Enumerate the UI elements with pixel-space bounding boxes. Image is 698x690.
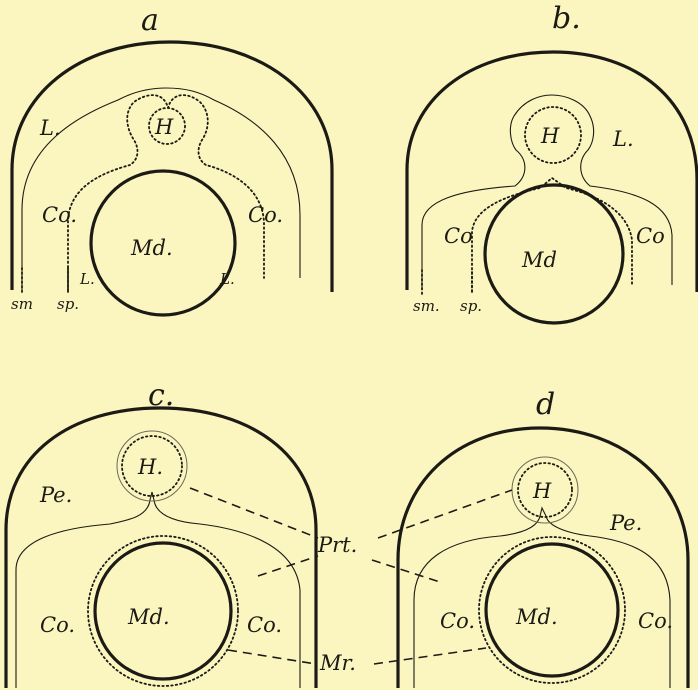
panel-c-gut-mesentery xyxy=(87,535,239,687)
panel-d-somatic-layer xyxy=(413,506,671,688)
panel-a-heart xyxy=(148,107,186,145)
panel-a: a L. H Co. Co. Md. L. L. sm sp. xyxy=(10,3,334,317)
panel-c-heart-inner xyxy=(121,435,183,497)
panel-a-sp-label: sp. xyxy=(57,295,79,313)
panel-a-coelom-right-label: Co. xyxy=(248,203,283,227)
panel-d: d Pe. H Co. Co. Md. xyxy=(396,387,690,688)
prt-pointer-to-d-heart xyxy=(377,489,513,539)
panel-b-sp-label: sp. xyxy=(460,297,482,315)
panel-d-gut-mesentery xyxy=(478,536,626,684)
panel-b-gut xyxy=(483,183,625,325)
panel-b-region-label: L. xyxy=(612,127,634,151)
panel-c-somatic-layer xyxy=(15,491,301,688)
panel-a-heart-label: H xyxy=(154,115,174,139)
panel-a-gut xyxy=(89,169,237,317)
panel-a-coelom-left-label: Co. xyxy=(42,203,77,227)
panel-b-letter: b. xyxy=(552,1,581,36)
panel-b-heart-label: H xyxy=(540,124,560,148)
pointer-lines: Prt. Mr. xyxy=(189,487,513,675)
panel-b: b. L. H Co Co Md sm. sp. xyxy=(405,1,698,325)
panel-d-letter: d xyxy=(536,387,555,422)
panel-b-somatic-layer xyxy=(421,94,673,290)
panel-b-coelom-left-label: Co xyxy=(444,224,473,248)
panel-a-region-label: L. xyxy=(39,116,61,140)
panel-c-body-wall xyxy=(4,406,318,688)
panel-d-coelom-right-label: Co. xyxy=(638,609,673,633)
panel-a-letter: a xyxy=(141,3,159,38)
panel-b-coelom-right-label: Co xyxy=(636,224,665,248)
panel-d-heart-label: H xyxy=(532,479,552,503)
prt-pointer-to-c-pericardium xyxy=(257,555,319,577)
panel-d-gut xyxy=(484,542,620,678)
panel-b-splanchnic-layer xyxy=(471,176,633,293)
panel-c-letter: c. xyxy=(148,378,174,413)
prt-pointer-to-c-heart xyxy=(189,487,319,539)
panel-a-sm-label: sm xyxy=(11,295,33,313)
panel-d-gut-label: Md. xyxy=(515,605,558,629)
panel-a-somatic-layer xyxy=(21,87,301,290)
mr-label: Mr. xyxy=(319,651,356,675)
panel-a-inner-left-label: L. xyxy=(79,270,95,288)
panel-d-region-label: Pe. xyxy=(609,511,642,535)
panel-b-sm-label: sm. xyxy=(413,297,440,315)
panel-c-heart-label: H. xyxy=(137,455,163,479)
panel-c-gut-label: Md. xyxy=(127,605,170,629)
panel-a-inner-right-label: L. xyxy=(219,270,235,288)
mr-pointer-to-c-mesentery xyxy=(227,649,317,665)
panel-c: c. Pe. H. Co. Co. Md. xyxy=(4,378,318,688)
prt-pointer-to-d-pericardium xyxy=(371,559,441,583)
mr-pointer-to-d-mesentery xyxy=(373,647,487,665)
panel-a-body-wall xyxy=(10,40,334,292)
panel-c-heart-outer xyxy=(116,430,188,502)
panel-c-gut xyxy=(93,541,233,681)
panel-d-body-wall xyxy=(396,426,690,688)
panel-d-coelom-left-label: Co. xyxy=(440,609,475,633)
panel-b-gut-label: Md xyxy=(521,248,557,272)
panel-d-heart-inner xyxy=(517,462,573,518)
panel-b-body-wall xyxy=(405,50,698,292)
prt-label: Prt. xyxy=(317,533,357,557)
panel-c-region-label: Pe. xyxy=(39,483,72,507)
panel-a-gut-label: Md. xyxy=(130,236,173,260)
panel-c-coelom-right-label: Co. xyxy=(247,613,282,637)
panel-c-coelom-left-label: Co. xyxy=(40,613,75,637)
panel-b-heart xyxy=(524,106,582,164)
